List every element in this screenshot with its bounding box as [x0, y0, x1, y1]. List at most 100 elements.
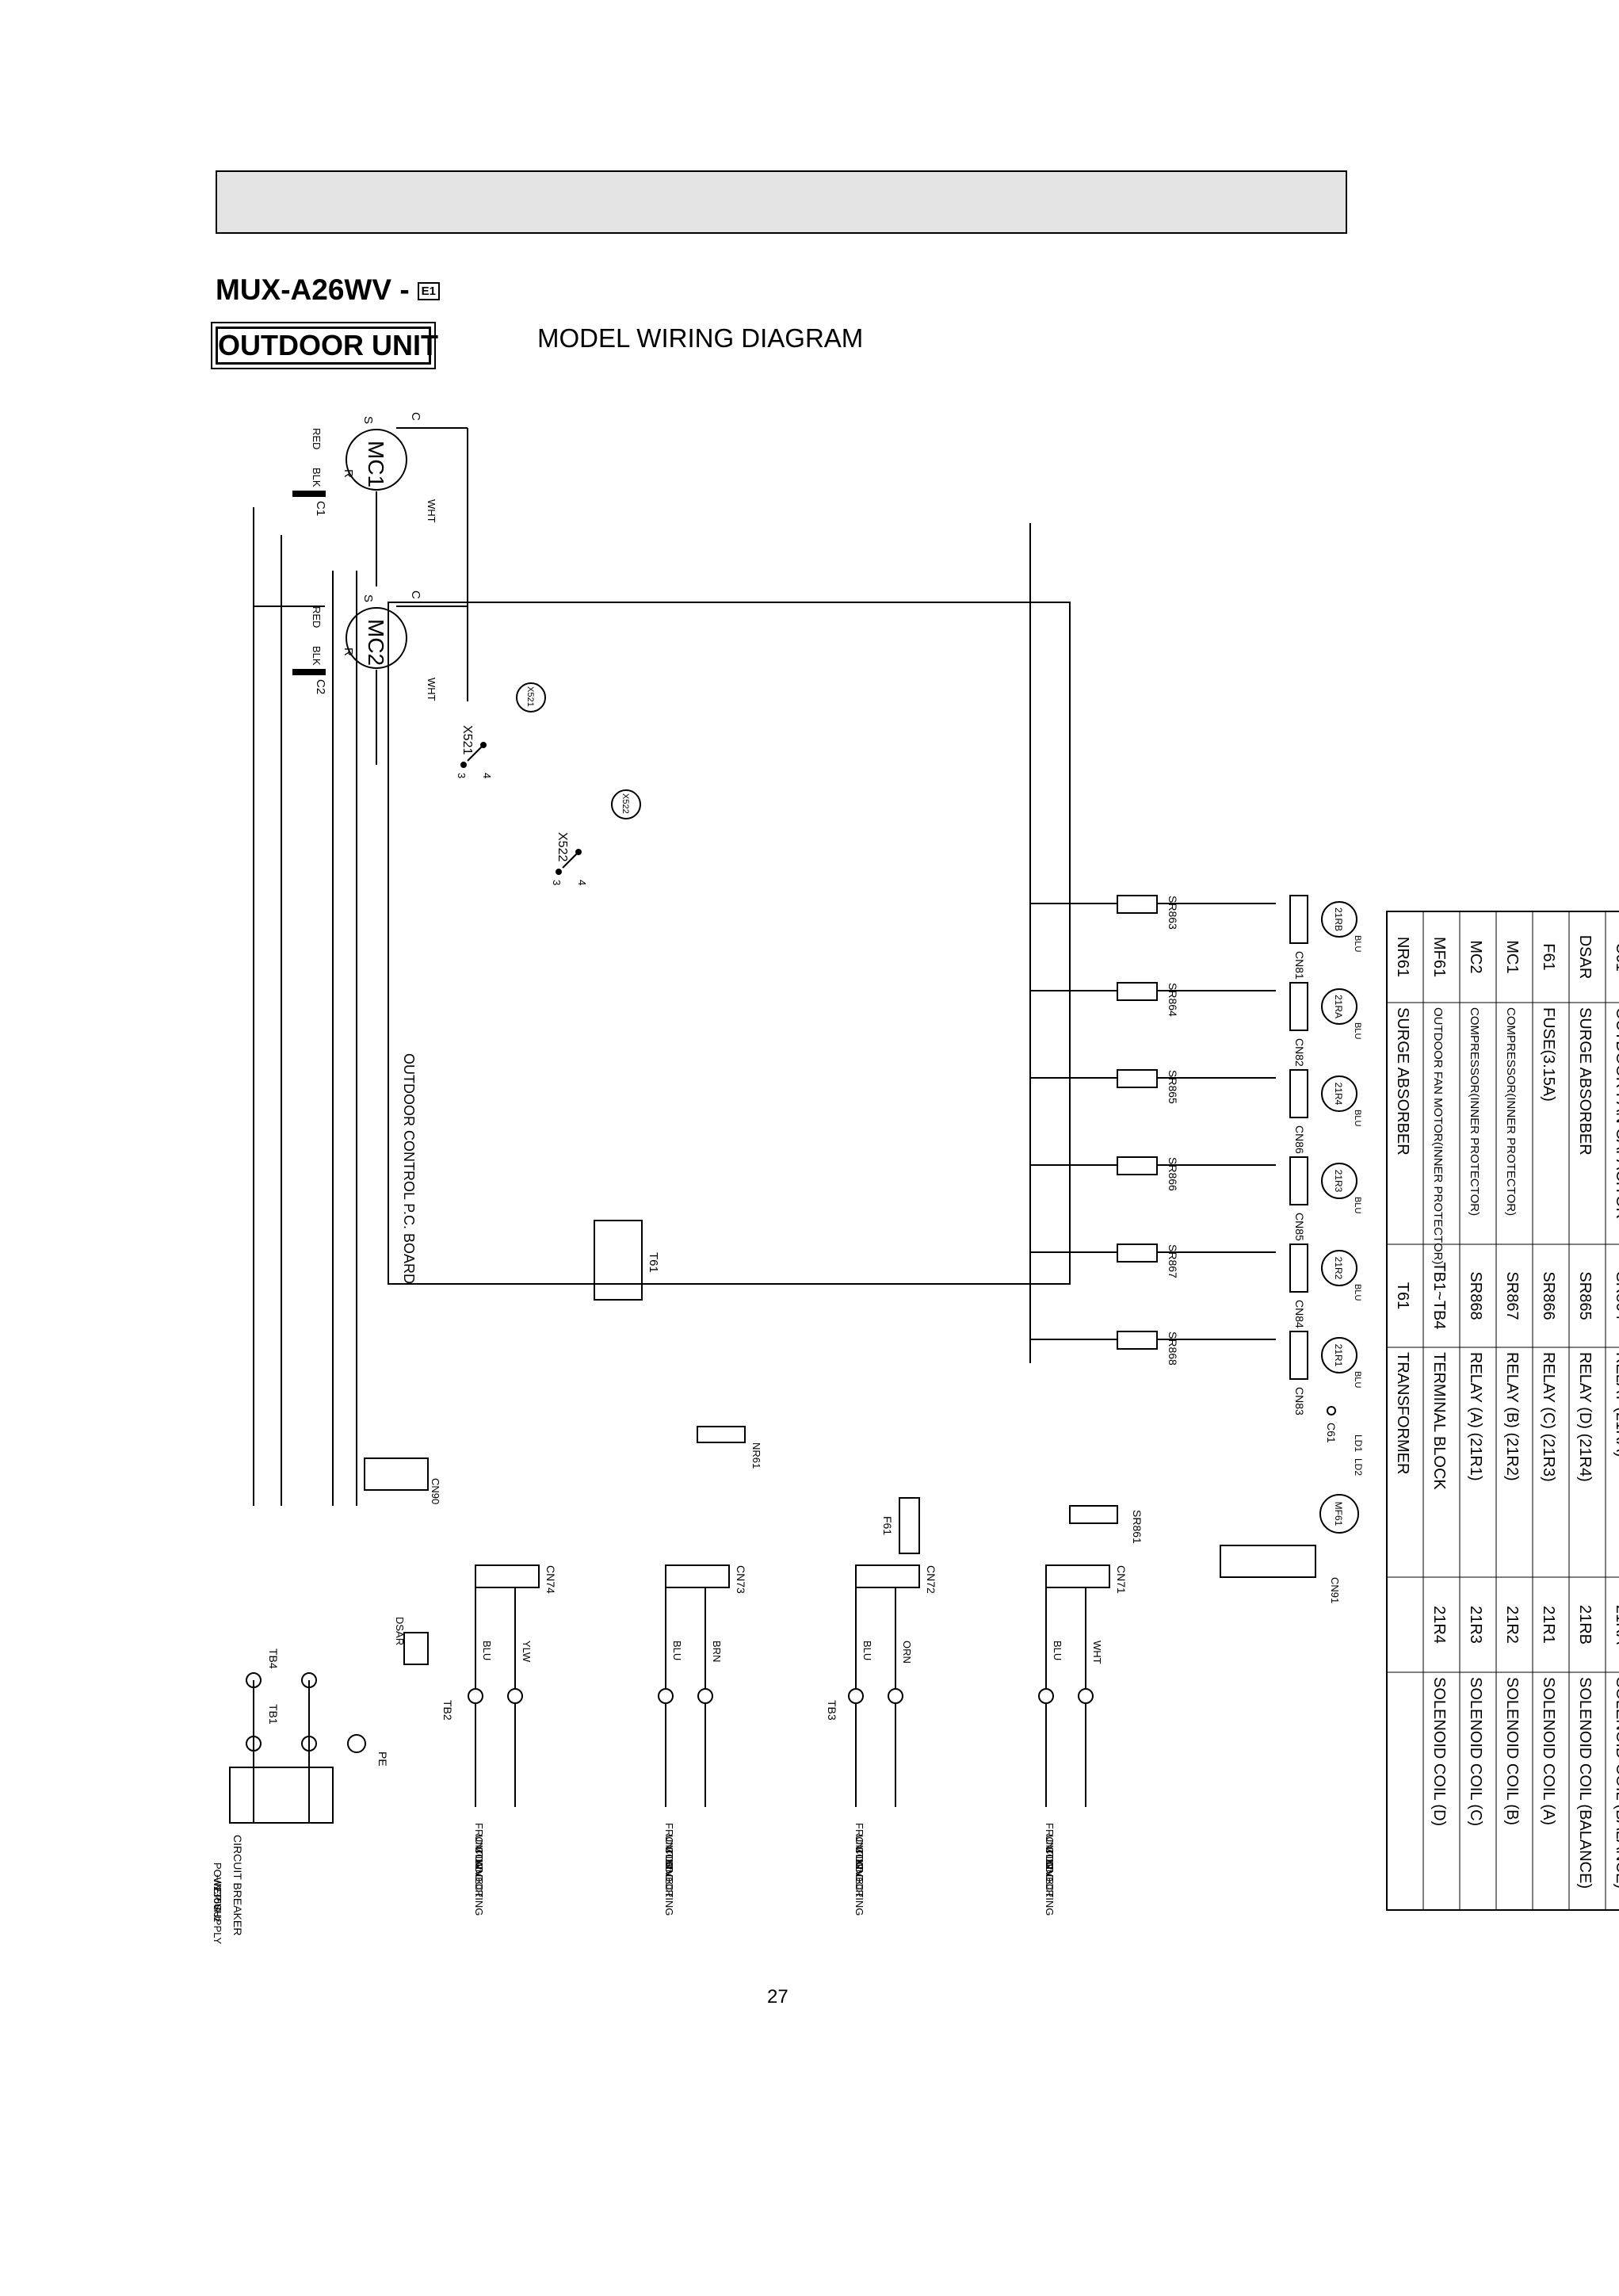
- mc2-label: MC2: [364, 619, 388, 666]
- connector-label-CN86: CN86: [1293, 1125, 1306, 1154]
- parts-table-symbol: MC2: [1467, 940, 1484, 973]
- relay-SR863: [1117, 895, 1158, 914]
- tb1-label: TB1: [267, 1704, 280, 1725]
- board-label: OUTDOOR CONTROL P.C. BOARD: [401, 1053, 417, 1284]
- connector-CN86: [1289, 1069, 1308, 1118]
- indoor-line1-0: UNIT A: [473, 1835, 485, 1868]
- parts-table-name: RELAY (D) (21R4): [1576, 1352, 1594, 1482]
- indoor-line0-3: FROM INDOOR: [1044, 1823, 1056, 1897]
- coil-blu-21RA: BLU: [1353, 1022, 1362, 1039]
- fan-motor-label: MF61: [1333, 1502, 1344, 1526]
- x521-label: X521: [460, 725, 474, 755]
- relay-SR868: [1117, 1331, 1158, 1350]
- tb-terminal-a-2: [888, 1688, 903, 1704]
- surge-nr61: [697, 1426, 746, 1443]
- x522-label: X522: [556, 832, 569, 861]
- fuse-label: F61: [881, 1516, 894, 1535]
- parts-table-symbol: NR61: [1394, 937, 1411, 977]
- mc2-term-s: S: [361, 594, 375, 602]
- relay-sr861: [1069, 1505, 1118, 1524]
- board-label-CN71: CN71: [1115, 1565, 1128, 1594]
- indoor-color0-3: BLU: [1052, 1641, 1063, 1660]
- indoor-line1-1: UNIT B: [663, 1835, 675, 1868]
- coil-label-21R3: 21R3: [1333, 1170, 1344, 1193]
- board-CN73: [665, 1564, 730, 1588]
- mc2-blk: BLK: [311, 646, 323, 666]
- mc1-cap-plate: [292, 491, 326, 497]
- parts-table-symbol: C61: [1613, 942, 1619, 972]
- transformer-t61: [594, 1220, 643, 1301]
- mc1-term-r: R: [342, 469, 355, 478]
- parts-table: SYMBOLNAMESYMBOLNAMESYMBOLNAMEC1COMPRESS…: [1386, 911, 1619, 1911]
- indoor-line0-0: FROM INDOOR: [473, 1823, 485, 1897]
- x521-contact: [467, 744, 484, 762]
- parts-table-name: SOLENOID COIL (BALANCE): [1613, 1677, 1619, 1889]
- relay-label-sr861: SR861: [1131, 1510, 1144, 1544]
- model-name: MUX-A26WV: [216, 273, 392, 306]
- tb-terminal-a-3: [1078, 1688, 1094, 1704]
- connector-CN85: [1289, 1156, 1308, 1205]
- mc2-wht: WHT: [426, 678, 437, 701]
- board-CN74: [475, 1564, 540, 1588]
- unit-label: OUTDOOR UNIT: [211, 322, 438, 369]
- tb2-label: TB2: [441, 1700, 454, 1721]
- dsar-label: DSAR: [394, 1617, 406, 1645]
- x521-coil-label: X521: [525, 686, 535, 707]
- coil-21R4: [1321, 1075, 1357, 1112]
- mc1-cap-label: C1: [314, 501, 327, 516]
- parts-table-symbol: SR867: [1503, 1271, 1521, 1320]
- parts-table-name: SOLENOID COIL (D): [1430, 1677, 1448, 1826]
- tb-terminal-b-0: [468, 1688, 483, 1704]
- x521-coil: [516, 682, 546, 712]
- parts-table-name: RELAY (B) (21R2): [1503, 1352, 1521, 1481]
- coil-blu-21R1: BLU: [1353, 1371, 1362, 1388]
- coil-label-21R2: 21R2: [1333, 1257, 1344, 1280]
- parts-table-symbol: 21RB: [1576, 1605, 1594, 1645]
- parts-table-symbol: 21RA: [1613, 1605, 1619, 1645]
- parts-table-symbol: MF61: [1430, 937, 1448, 977]
- coil-21RA: [1321, 988, 1357, 1025]
- model-heading: MUX-A26WV -E1: [216, 273, 440, 307]
- connector-CN83: [1289, 1331, 1308, 1380]
- parts-table-name: COMPRESSOR(INNER PROTECTOR): [1504, 1007, 1518, 1216]
- parts-table-name: SOLENOID COIL (BALANCE): [1576, 1677, 1594, 1889]
- relay-label-SR863: SR863: [1167, 896, 1179, 930]
- tb-terminal-b-1: [658, 1688, 674, 1704]
- relay-SR864: [1117, 982, 1158, 1001]
- indoor-color0-0: BLU: [481, 1641, 493, 1660]
- mc1-term-s: S: [361, 416, 375, 424]
- x521-pin3: 3: [456, 773, 468, 778]
- relay-label-SR865: SR865: [1167, 1070, 1179, 1104]
- relay-SR865: [1117, 1069, 1158, 1088]
- parts-table-name: SOLENOID COIL (C): [1467, 1677, 1484, 1826]
- diagram-title: MODEL WIRING DIAGRAM: [537, 323, 864, 353]
- indoor-line0-2: FROM INDOOR: [853, 1823, 865, 1897]
- x522-coil-label: X522: [620, 793, 630, 814]
- header-banner: [216, 170, 1347, 234]
- mc2-term-c: C: [409, 590, 422, 599]
- x521-pin4: 4: [481, 773, 493, 778]
- indoor-line3-0: 12V: [473, 1859, 485, 1877]
- parts-table-symbol: TB1~TB4: [1430, 1262, 1448, 1329]
- parts-table-symbol: 21R2: [1503, 1606, 1521, 1644]
- indoor-line3-1: 12V: [663, 1859, 675, 1877]
- parts-table-symbol: MC1: [1503, 940, 1521, 973]
- tb4-label: TB4: [267, 1648, 280, 1669]
- parts-table-name: RELAY (A) (21R1): [1467, 1352, 1484, 1481]
- x521-contact-b: [460, 762, 467, 768]
- transformer-label: T61: [647, 1252, 660, 1273]
- parts-table-name: OUTDOOR FAN CAPACITOR: [1613, 1007, 1619, 1219]
- relay-SR867: [1117, 1244, 1158, 1263]
- indoor-line0-1: FROM INDOOR: [663, 1823, 675, 1897]
- parts-table-symbol: T61: [1394, 1282, 1411, 1309]
- fuse-f61: [899, 1497, 920, 1554]
- indoor-line2-3: CONNECTING: [1044, 1847, 1056, 1916]
- parts-table-name: SURGE ABSORBER: [1576, 1007, 1594, 1156]
- coil-21R1: [1321, 1337, 1357, 1373]
- relay-label-SR867: SR867: [1167, 1244, 1179, 1278]
- mc2-cap-label: C2: [314, 679, 327, 694]
- coil-label-21RA: 21RA: [1333, 995, 1344, 1018]
- coil-21R3: [1321, 1163, 1357, 1199]
- coil-21R2: [1321, 1250, 1357, 1286]
- connector-label-CN83: CN83: [1293, 1387, 1306, 1415]
